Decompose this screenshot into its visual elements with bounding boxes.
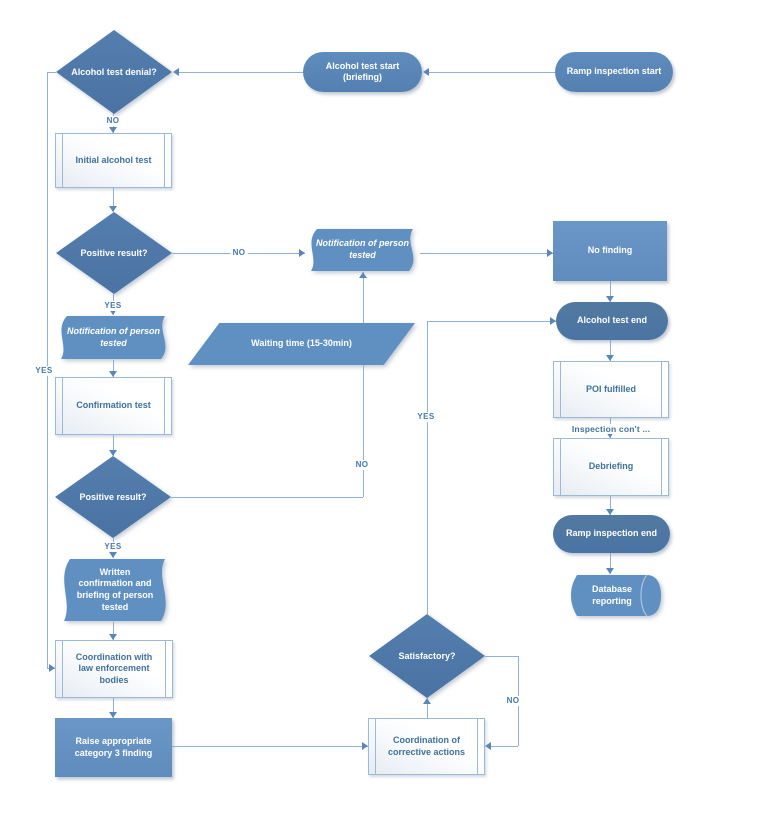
process-coordination-corrective-actions: Coordination of corrective actions (368, 718, 485, 775)
edge-label-no: NO (353, 460, 371, 470)
edge-label-yes: YES (102, 542, 124, 552)
connector-line (363, 272, 364, 497)
process-initial-alcohol-test: Initial alcohol test (55, 133, 172, 188)
edge-label-inspection-cont: Inspection con't ... (569, 424, 653, 434)
storage-database-reporting: Database reporting (570, 574, 662, 617)
terminator-alcohol-test-start: Alcohol test start (briefing) (303, 52, 422, 92)
connector-line (427, 698, 428, 718)
decision-label: Positive result? (56, 212, 172, 294)
process-coordination-law-enforcement: Coordination with law enforcement bodies (55, 640, 173, 698)
connector-arrowhead (606, 509, 614, 515)
connector-line (610, 553, 611, 574)
decision-positive-result-1: Positive result? (56, 212, 172, 294)
terminator-alcohol-test-end: Alcohol test end (556, 302, 668, 340)
connector-arrowhead (423, 698, 431, 704)
tape-notification-of-person-tested-mid: Notification of person tested (305, 228, 420, 272)
connector-arrowhead (547, 249, 553, 257)
connector-arrowhead (109, 127, 117, 133)
connector-arrowhead (362, 742, 368, 750)
connector-line (486, 746, 518, 747)
decision-satisfactory: Satisfactory? (369, 614, 485, 698)
process-raise-category-3-finding: Raise appropriate category 3 finding (55, 718, 172, 777)
connector-arrowhead (606, 432, 614, 438)
decision-alcohol-test-denial: Alcohol test denial? (56, 30, 172, 114)
data-waiting-time: Waiting time (15-30min) (188, 323, 415, 365)
decision-label: Positive result? (55, 456, 171, 538)
tape-shape (64, 559, 166, 621)
tape-notification-of-person-tested-left: Notification of person tested (55, 315, 172, 360)
connector-arrowhead (173, 68, 179, 76)
connector-arrowhead (485, 742, 491, 750)
connector-line (172, 746, 368, 747)
connector-arrowhead (109, 634, 117, 640)
connector-line (424, 72, 555, 73)
connector-arrowhead (49, 664, 55, 672)
tape-written-confirmation: Written confirmation and briefing of per… (58, 558, 172, 622)
edge-label-yes: YES (33, 366, 55, 376)
edge-label-yes: YES (102, 301, 124, 311)
connector-arrowhead (109, 206, 117, 212)
storage-label: Database reporting (591, 583, 633, 606)
connector-arrowhead (606, 355, 614, 361)
connector-line (113, 360, 114, 377)
connector-arrowhead (109, 309, 117, 315)
connector-line (179, 72, 303, 73)
terminator-ramp-inspection-start: Ramp inspection start (555, 52, 673, 92)
connector-arrowhead (109, 371, 117, 377)
connector-arrowhead (606, 568, 614, 574)
terminator-ramp-inspection-end: Ramp inspection end (553, 515, 670, 553)
connector-line (113, 698, 114, 718)
connector-line (47, 72, 56, 73)
edge-label-yes: YES (415, 412, 437, 422)
connector-line (113, 435, 114, 456)
edge-label-no: NO (104, 116, 122, 126)
decision-label: Alcohol test denial? (56, 30, 172, 114)
process-no-finding: No finding (553, 221, 667, 281)
connector-line (485, 656, 518, 657)
connector-line (427, 321, 428, 614)
connector-line (420, 253, 553, 254)
connector-line (113, 188, 114, 212)
connector-line (610, 340, 611, 361)
decision-positive-result-2: Positive result? (55, 456, 171, 538)
connector-arrowhead (299, 249, 305, 257)
connector-line (610, 496, 611, 515)
cylinder-shape (571, 574, 661, 617)
connector-line (113, 622, 114, 640)
connector-arrowhead (423, 68, 429, 76)
connector-arrowhead (550, 317, 556, 325)
connector-arrowhead (109, 552, 117, 558)
tape-label: Written confirmation and briefing of per… (76, 566, 154, 612)
connector-line (427, 321, 556, 322)
tape-shape (61, 316, 166, 359)
connector-arrowhead (109, 450, 117, 456)
process-confirmation-test: Confirmation test (55, 377, 172, 435)
connector-line (171, 497, 363, 498)
connector-arrowhead (606, 296, 614, 302)
connector-arrowhead (109, 712, 117, 718)
tape-label: Notification of person tested (316, 238, 409, 260)
tape-label: Notification of person tested (67, 325, 160, 348)
connector-line (610, 281, 611, 302)
edge-label-no: NO (504, 696, 522, 706)
tape-shape (311, 229, 414, 271)
process-poi-fulfilled: POI fulfilled (553, 361, 669, 418)
edge-label-no: NO (230, 248, 248, 258)
decision-label: Satisfactory? (369, 614, 485, 698)
connector-arrowhead (359, 272, 367, 278)
data-label: Waiting time (15-30min) (188, 323, 415, 365)
process-debriefing: Debriefing (553, 438, 669, 496)
